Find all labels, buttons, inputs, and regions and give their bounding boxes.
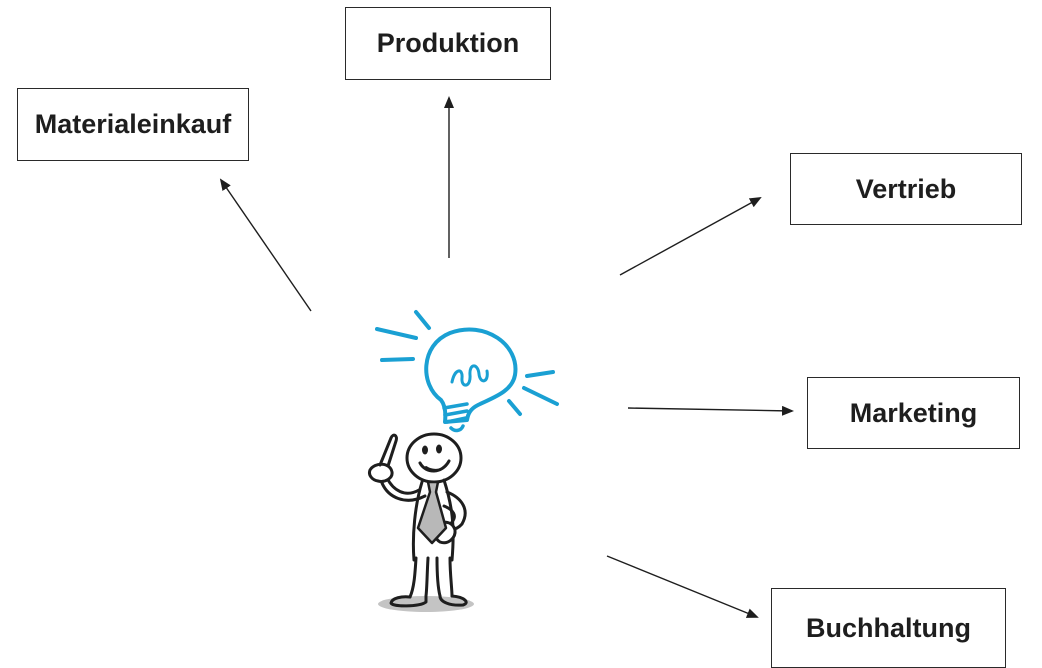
produktion-box: Produktion [345,7,551,80]
stick-figure [368,432,468,608]
buchhaltung-box: Buchhaltung [771,588,1006,668]
marketing-box: Marketing [807,377,1020,449]
arrow-to-materialeinkauf [219,178,312,312]
materialeinkauf-box: Materialeinkauf [17,88,249,161]
buchhaltung-label: Buchhaltung [806,612,971,643]
tie-icon [416,480,448,545]
vertrieb-label: Vertrieb [855,173,957,204]
vertrieb-box: Vertrieb [790,153,1022,225]
arrow-to-marketing [627,405,794,416]
arrow-to-buchhaltung [606,555,759,618]
arrow-to-vertrieb [619,197,762,276]
materialeinkauf-label: Materialeinkauf [34,109,232,139]
marketing-label: Marketing [849,397,978,428]
lightbulb-icon [375,310,559,433]
produktion-label: Produktion [376,28,520,58]
figure-shadow [378,596,474,612]
